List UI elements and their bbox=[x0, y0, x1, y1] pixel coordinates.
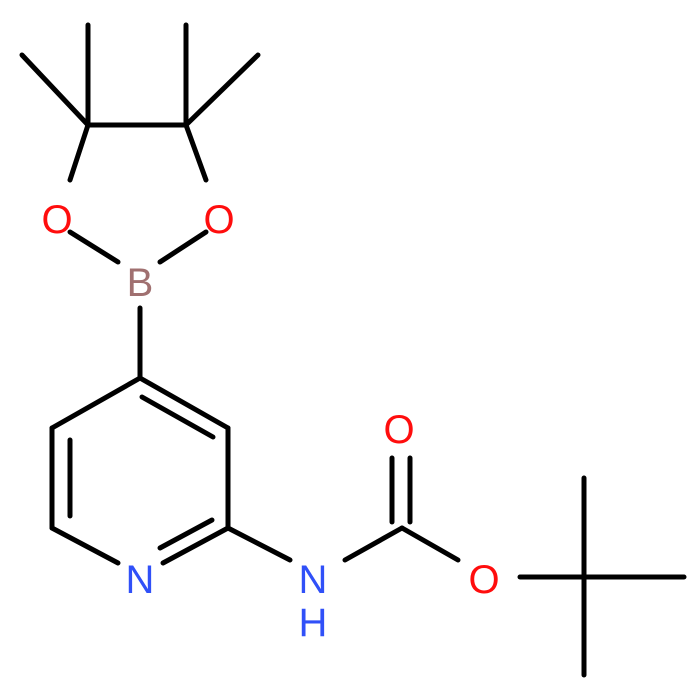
bond bbox=[157, 229, 209, 265]
atom-o-ester: O bbox=[468, 558, 499, 602]
bond bbox=[225, 525, 293, 563]
bond bbox=[160, 525, 231, 566]
atom-labels: O O B N N H O O bbox=[41, 198, 499, 645]
bonds bbox=[19, 22, 687, 678]
bond bbox=[49, 525, 121, 566]
atom-o-carbonyl: O bbox=[383, 408, 414, 452]
atom-boron: B bbox=[127, 261, 154, 305]
bond bbox=[49, 375, 143, 431]
atom-h-amide: H bbox=[299, 601, 328, 645]
atom-n-pyridine: N bbox=[126, 558, 155, 602]
bond bbox=[19, 52, 91, 128]
bond bbox=[157, 517, 215, 551]
atom-o-ring-left: O bbox=[41, 198, 72, 242]
bond bbox=[183, 122, 209, 183]
bond bbox=[137, 375, 231, 431]
atom-o-ring-right: O bbox=[203, 198, 234, 242]
bond bbox=[67, 229, 121, 265]
bond bbox=[183, 52, 261, 128]
bond bbox=[342, 525, 405, 563]
bond bbox=[67, 122, 91, 183]
bond bbox=[399, 525, 461, 563]
atom-n-amide: N bbox=[299, 558, 328, 602]
bond bbox=[139, 394, 216, 440]
